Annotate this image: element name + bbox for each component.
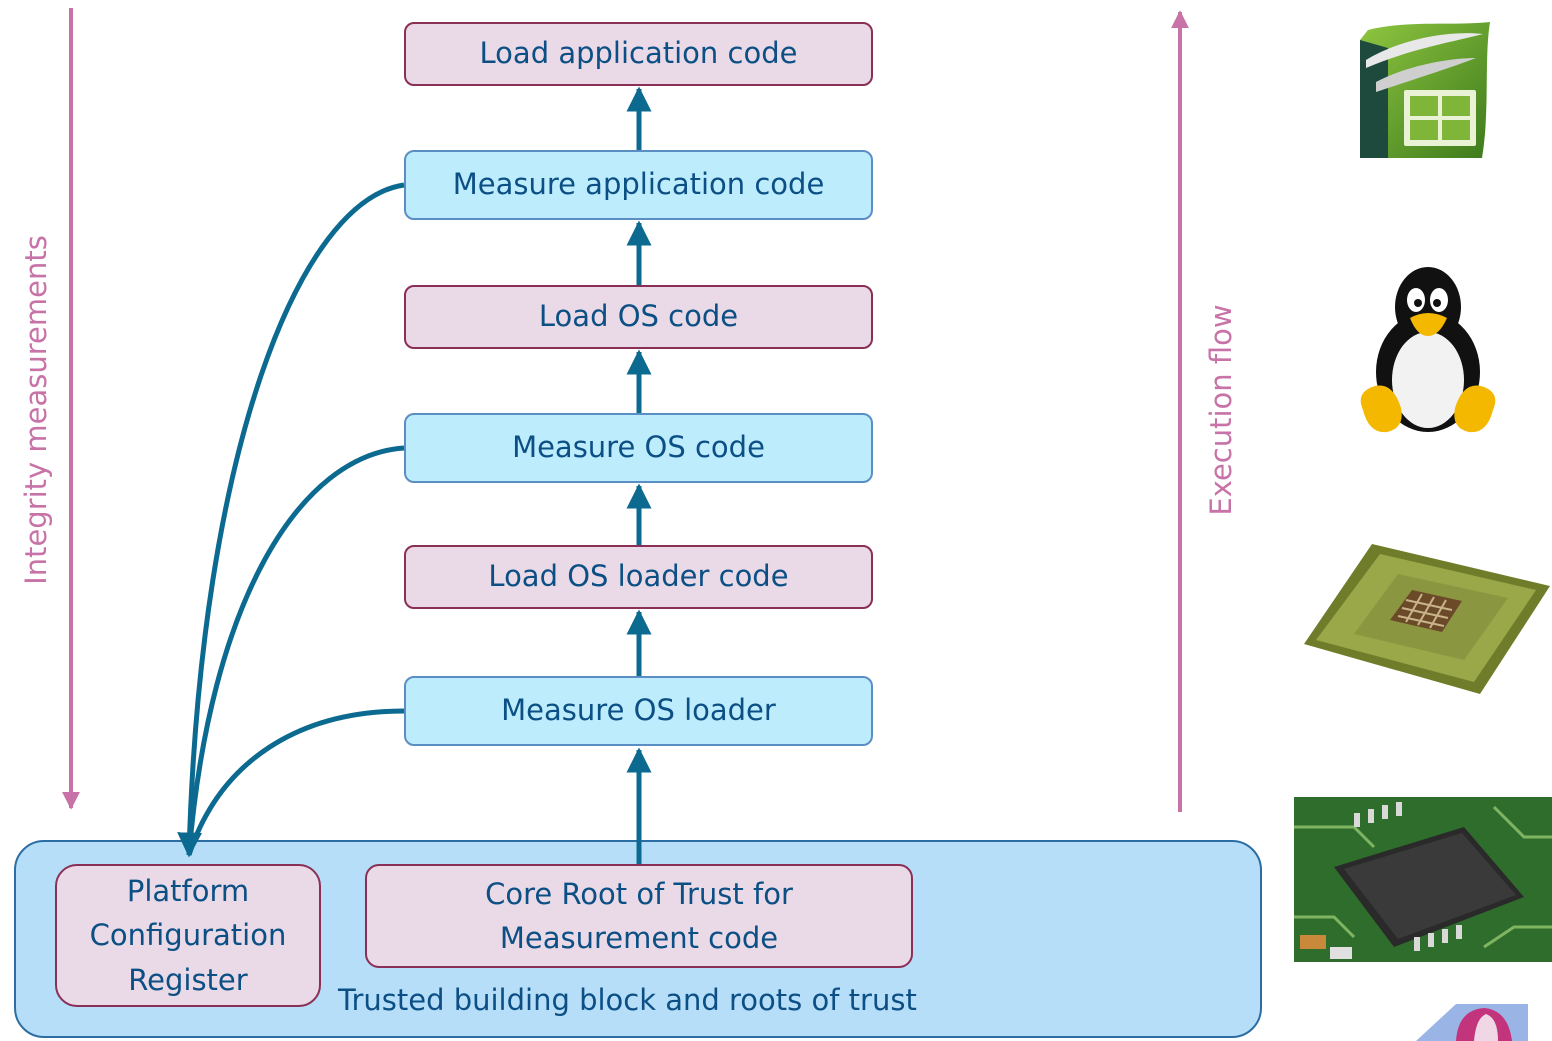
- pcr-label: Platform Configuration Register: [89, 874, 287, 997]
- curve-measure-os-to-pcr: [186, 445, 405, 856]
- curve-measure-os-loader-to-pcr: [186, 708, 405, 856]
- load-os-loader-code-box: Load OS loader code: [404, 545, 873, 609]
- measure-os-loader-box: Measure OS loader: [404, 676, 873, 746]
- load-application-code-box: Load application code: [404, 22, 873, 86]
- measure-os-loader-label: Measure OS loader: [501, 693, 776, 728]
- measure-os-code-label: Measure OS code: [512, 430, 765, 465]
- load-application-code-label: Load application code: [479, 36, 798, 71]
- pcr-box: Platform Configuration Register: [55, 864, 321, 1007]
- load-os-loader-code-label: Load OS loader code: [488, 559, 789, 594]
- cpu-chip-icon: [1304, 544, 1550, 694]
- linux-penguin-icon: [1360, 267, 1496, 433]
- load-os-code-label: Load OS code: [538, 299, 739, 334]
- measure-os-code-box: Measure OS code: [404, 413, 873, 483]
- spreadsheet-app-icon: [1360, 22, 1490, 158]
- measure-application-code-label: Measure application code: [452, 167, 825, 202]
- circuit-board-chip-icon: [1294, 797, 1552, 962]
- logo-partial-icon: [1416, 1004, 1528, 1041]
- integrity-measurements-label: Integrity measurements: [19, 235, 53, 585]
- trusted-block-label: Trusted building block and roots of trus…: [338, 983, 917, 1017]
- crtm-box: Core Root of Trust for Measurement code: [365, 864, 913, 968]
- execution-flow-label: Execution flow: [1204, 304, 1238, 516]
- measure-application-code-box: Measure application code: [404, 150, 873, 220]
- curve-measure-application-to-pcr: [177, 182, 405, 858]
- crtm-label: Core Root of Trust for Measurement code: [485, 876, 793, 955]
- load-os-code-box: Load OS code: [404, 285, 873, 349]
